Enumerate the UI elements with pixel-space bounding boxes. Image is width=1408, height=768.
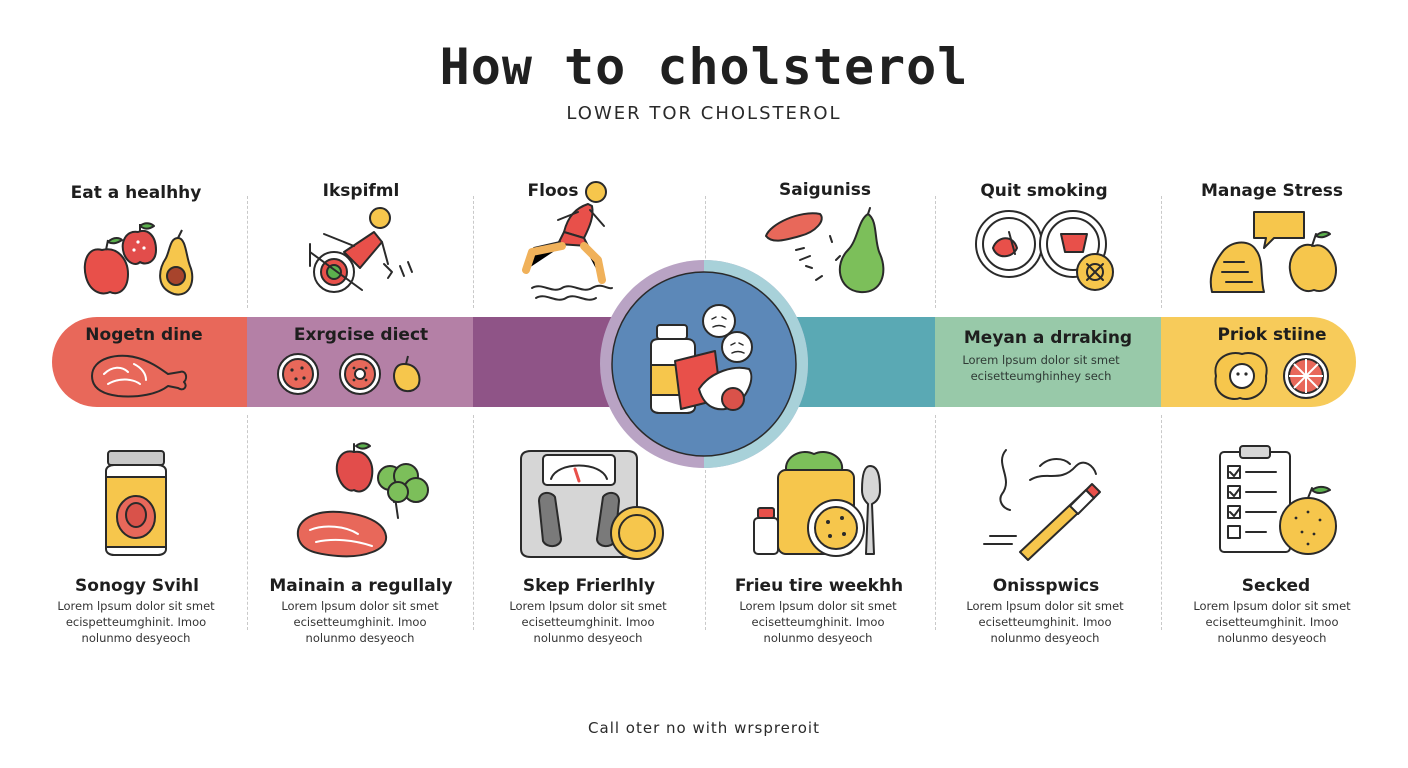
bottom-title-1: Sonogy Svihl xyxy=(75,576,199,596)
meat-vegetables-icon xyxy=(296,442,429,558)
bottom-desc-2-line-3: nolunmo desyeoch xyxy=(305,631,415,645)
bottom-desc-2-line-2: ecisetteumghinit. Imoo xyxy=(293,615,427,629)
tomato-slices-icon xyxy=(277,353,421,395)
fruits-icon xyxy=(83,222,194,296)
center-medication-badge xyxy=(600,260,808,468)
footer-note: Call oter no with wrspreroit xyxy=(588,719,820,737)
bottom-desc-6-line-1: Lorem lpsum dolor sit smet xyxy=(1193,599,1351,613)
bottom-desc-4-line-1: Lorem lpsum dolor sit smet xyxy=(739,599,897,613)
no-smoking-plates-icon xyxy=(975,210,1114,291)
meat-icon xyxy=(91,354,188,398)
column-divider xyxy=(935,196,936,308)
bottom-desc-6-line-2: ecisetteumghinit. Imoo xyxy=(1205,615,1339,629)
bottom-title-4: Frieu tire weekhh xyxy=(734,576,904,596)
bottom-desc-4-line-2: ecisetteumghinit. Imoo xyxy=(751,615,885,629)
top-label-1: Eat a healhhy xyxy=(70,183,202,203)
column-divider xyxy=(705,196,706,308)
bottom-desc-1-line-1: Lorem lpsum dolor sit smet xyxy=(57,599,215,613)
bottom-desc-5-line-3: nolunmo desyeoch xyxy=(990,631,1100,645)
bottom-desc-1-line-2: ecispetteumghinit. Imoo xyxy=(65,615,207,629)
bottom-desc-4-line-3: nolunmo desyeoch xyxy=(763,631,873,645)
bottom-desc-5-line-1: Lorem lpsum dolor sit smet xyxy=(966,599,1124,613)
column-divider xyxy=(247,196,248,308)
page-title: How to cholsterol xyxy=(439,38,969,96)
bottom-title-5: Onisspwics xyxy=(992,576,1100,596)
column-divider xyxy=(1161,415,1162,630)
column-divider xyxy=(1161,196,1162,308)
band-segment-4 xyxy=(795,317,936,407)
exercise-person-icon xyxy=(309,207,413,293)
running-person-icon xyxy=(522,181,613,301)
bottom-title-3: Skep Frierlhly xyxy=(522,576,656,596)
bottom-desc-3-line-3: nolunmo desyeoch xyxy=(533,631,643,645)
band-desc-5-line-2: ecisetteumghinhey sech xyxy=(970,369,1112,383)
sweet-potato-pear-icon xyxy=(765,207,885,294)
top-label-5: Quit smoking xyxy=(980,181,1108,201)
band-title-5: Meyan a drraking xyxy=(963,328,1133,348)
band-segment-5 xyxy=(935,317,1162,407)
column-divider xyxy=(473,415,474,630)
column-divider xyxy=(247,415,248,630)
page-subtitle: LOWER TOR CHOLSTEROL xyxy=(566,103,842,124)
top-label-6: Manage Stress xyxy=(1200,181,1344,201)
band-title-1: Nogetn dine xyxy=(85,325,203,345)
egg-grapefruit-icon xyxy=(1214,352,1329,400)
scale-icon xyxy=(520,450,664,560)
top-label-4: Saiguniss xyxy=(779,180,871,200)
top-label-3: Floos xyxy=(527,181,579,201)
column-divider xyxy=(705,470,706,630)
band-desc-5-line-1: Lorem lpsum dolor sit smet xyxy=(962,353,1120,367)
bottom-desc-3-line-2: ecisetteumghinit. Imoo xyxy=(521,615,655,629)
bottom-title-6: Secked xyxy=(1241,576,1311,596)
meal-container-icon xyxy=(753,450,881,557)
bottom-desc-5-line-2: ecisetteumghinit. Imoo xyxy=(978,615,1112,629)
jar-icon xyxy=(105,450,167,556)
top-label-2: Ikspifml xyxy=(322,181,400,201)
column-divider xyxy=(935,415,936,630)
bottom-title-2: Mainain a regullaly xyxy=(269,576,453,596)
bottom-desc-1-line-3: nolunmo desyeoch xyxy=(81,631,191,645)
checklist-orange-icon xyxy=(1219,445,1337,555)
bottom-desc-6-line-3: nolunmo desyeoch xyxy=(1217,631,1327,645)
stress-chat-icon xyxy=(1209,211,1337,293)
band-segment-3 xyxy=(473,317,615,407)
cigarette-smoke-icon xyxy=(983,449,1101,561)
band-title-6: Priok stiine xyxy=(1217,325,1327,345)
column-divider xyxy=(473,196,474,308)
band-title-2: Exrgcise diect xyxy=(293,325,429,345)
bottom-desc-3-line-1: Lorem lpsum dolor sit smet xyxy=(509,599,667,613)
bottom-desc-2-line-1: Lorem lpsum dolor sit smet xyxy=(281,599,439,613)
